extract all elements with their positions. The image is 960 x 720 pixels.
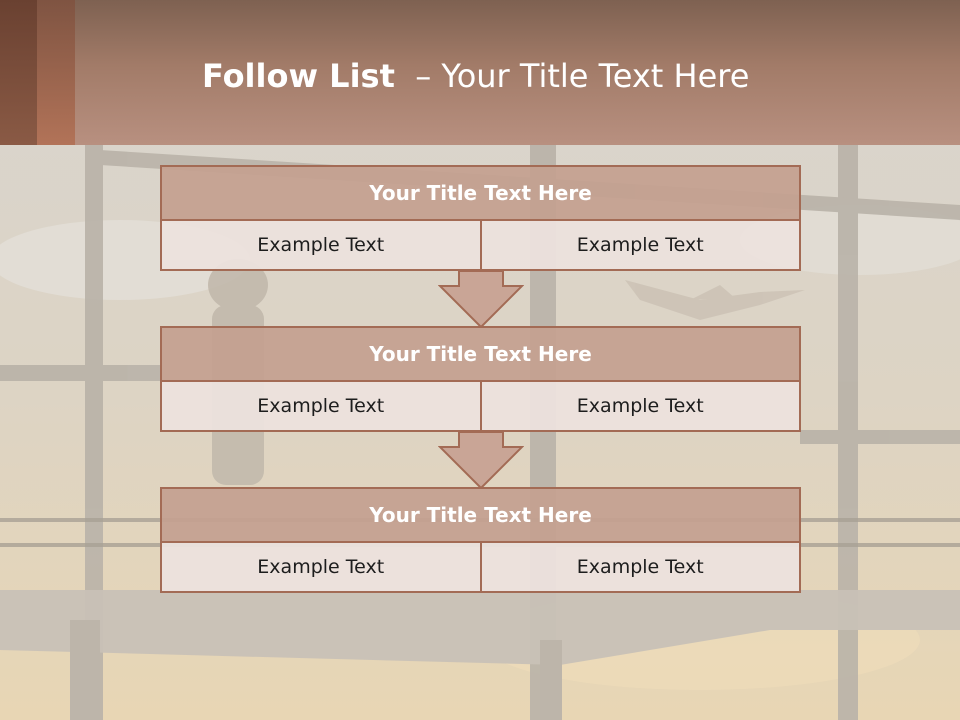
flow-block-3: Your Title Text Here Example Text Exampl… (160, 487, 801, 593)
slide-title: Follow List – Your Title Text Here (202, 54, 749, 98)
block-title: Your Title Text Here (160, 165, 801, 221)
block-row: Example Text Example Text (160, 382, 801, 432)
slide-title-rest: – Your Title Text Here (394, 57, 750, 95)
block-row: Example Text Example Text (160, 543, 801, 593)
flow-block-1: Your Title Text Here Example Text Exampl… (160, 165, 801, 271)
block-title: Your Title Text Here (160, 326, 801, 382)
block-cell-left: Example Text (160, 543, 481, 593)
slide-title-bold: Follow List (202, 57, 395, 95)
block-cell-right: Example Text (480, 382, 801, 432)
header-band: Follow List – Your Title Text Here (0, 0, 960, 145)
block-cell-right: Example Text (480, 221, 801, 271)
header-accent (0, 0, 75, 145)
flow-block-2: Your Title Text Here Example Text Exampl… (160, 326, 801, 432)
block-cell-left: Example Text (160, 382, 481, 432)
block-cell-left: Example Text (160, 221, 481, 271)
down-arrow-icon (438, 431, 524, 489)
block-title: Your Title Text Here (160, 487, 801, 543)
block-cell-right: Example Text (480, 543, 801, 593)
block-row: Example Text Example Text (160, 221, 801, 271)
down-arrow-icon (438, 270, 524, 328)
